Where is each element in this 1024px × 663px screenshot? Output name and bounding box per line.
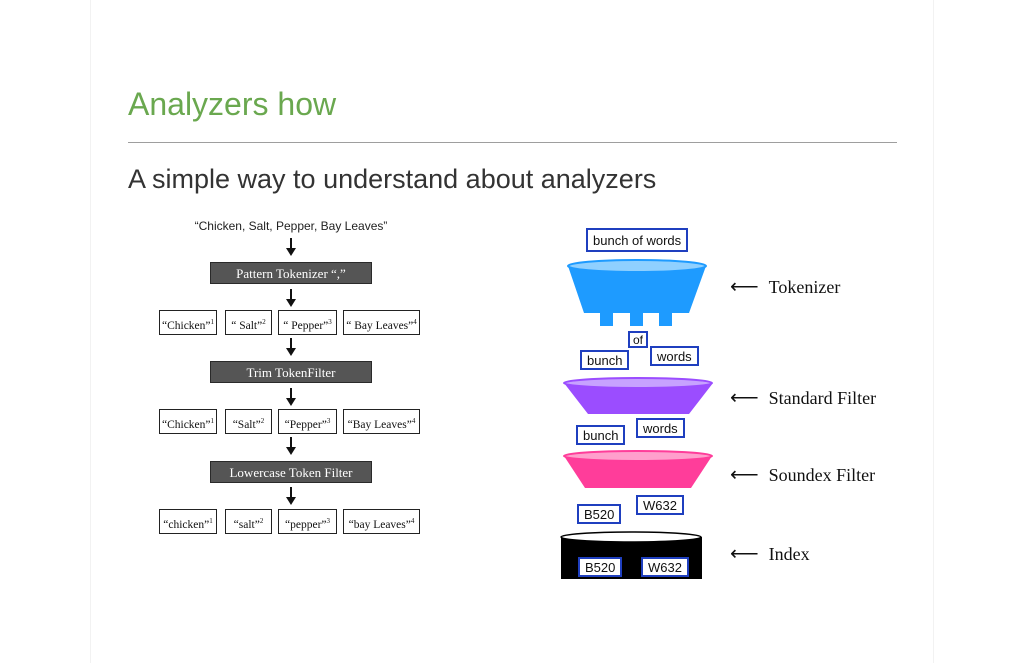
- slide-title: Analyzers how: [128, 86, 337, 122]
- step-lowercase-token-filter: Lowercase Token Filter: [210, 461, 372, 483]
- down-arrow-icon: [286, 338, 296, 356]
- title-divider: [128, 142, 897, 143]
- token: “Pepper”3: [278, 409, 337, 434]
- token: “bay Leaves”4: [343, 509, 420, 534]
- stage-label-index: ⟵Index: [730, 543, 810, 565]
- token-soundex-b520: B520: [577, 504, 622, 524]
- token: “ Salt”2: [225, 310, 272, 335]
- token-words: words: [650, 346, 699, 366]
- slide-subtitle: A simple way to understand about analyze…: [128, 164, 657, 194]
- stage-label-soundex-filter: ⟵Soundex Filter: [730, 464, 876, 486]
- pipeline-input-text: “Chicken, Salt, Pepper, Bay Leaves”: [194, 219, 388, 233]
- right-margin-line: [933, 0, 934, 663]
- index-entry-b520: B520: [578, 557, 623, 577]
- soundex-filter-funnel: [563, 450, 713, 488]
- stage-label-tokenizer: ⟵Tokenizer: [730, 276, 841, 298]
- step-trim-token-filter: Trim TokenFilter: [210, 361, 372, 383]
- left-arrow-icon: ⟵: [730, 276, 759, 298]
- token: “pepper”3: [278, 509, 337, 534]
- token: “Salt”2: [225, 409, 272, 434]
- token: “Chicken”1: [159, 310, 217, 335]
- stage-label-standard-filter: ⟵Standard Filter: [730, 387, 877, 409]
- step-pattern-tokenizer: Pattern Tokenizer “,”: [210, 262, 372, 284]
- token: “Chicken”1: [159, 409, 217, 434]
- token: “Bay Leaves”4: [343, 409, 420, 434]
- down-arrow-icon: [286, 388, 296, 406]
- down-arrow-icon: [286, 437, 296, 455]
- standard-filter-funnel: [563, 377, 713, 414]
- token-bunch: bunch: [576, 425, 626, 445]
- down-arrow-icon: [286, 289, 296, 307]
- token-words: words: [636, 418, 685, 438]
- left-margin-line: [90, 0, 91, 663]
- down-arrow-icon: [286, 487, 296, 505]
- index-entry-w632: W632: [641, 557, 689, 577]
- token-of: of: [628, 331, 649, 348]
- token-bunch: bunch: [580, 350, 630, 370]
- left-arrow-icon: ⟵: [730, 543, 759, 565]
- token-soundex-w632: W632: [636, 495, 684, 515]
- token: “salt”2: [225, 509, 272, 534]
- left-arrow-icon: ⟵: [730, 464, 759, 486]
- token: “ Bay Leaves”4: [343, 310, 420, 335]
- token: “ Pepper”3: [278, 310, 337, 335]
- input-words-box: bunch of words: [586, 228, 689, 252]
- tokenizer-funnel: [567, 259, 707, 326]
- down-arrow-icon: [286, 238, 296, 256]
- left-arrow-icon: ⟵: [730, 387, 759, 409]
- token: “chicken”1: [159, 509, 217, 534]
